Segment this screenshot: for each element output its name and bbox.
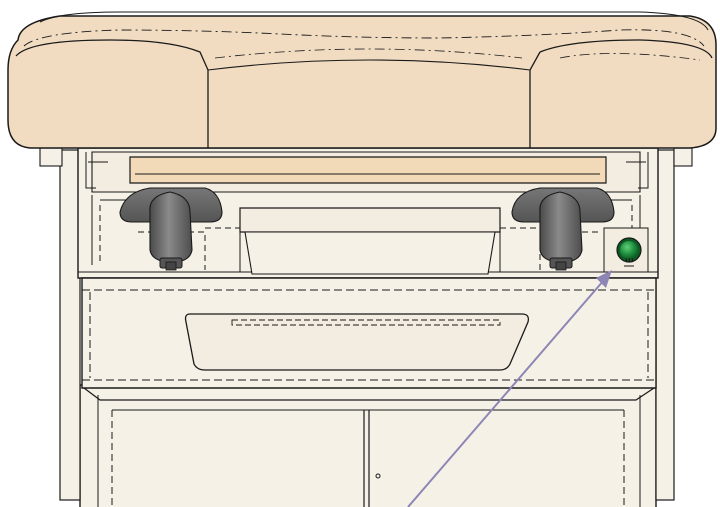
drawer-handle[interactable] [184,313,530,371]
drawer[interactable] [81,277,657,401]
heater-power-button[interactable] [603,227,649,273]
left-stirrup-knob[interactable] [119,187,223,271]
callout-arrow [407,270,612,507]
heater-symbol-icon [624,257,634,267]
cabinet-base [79,384,657,507]
upholstered-top-cushion [7,11,717,149]
center-recess-panel [138,207,600,275]
right-stirrup-knob[interactable] [511,187,615,271]
